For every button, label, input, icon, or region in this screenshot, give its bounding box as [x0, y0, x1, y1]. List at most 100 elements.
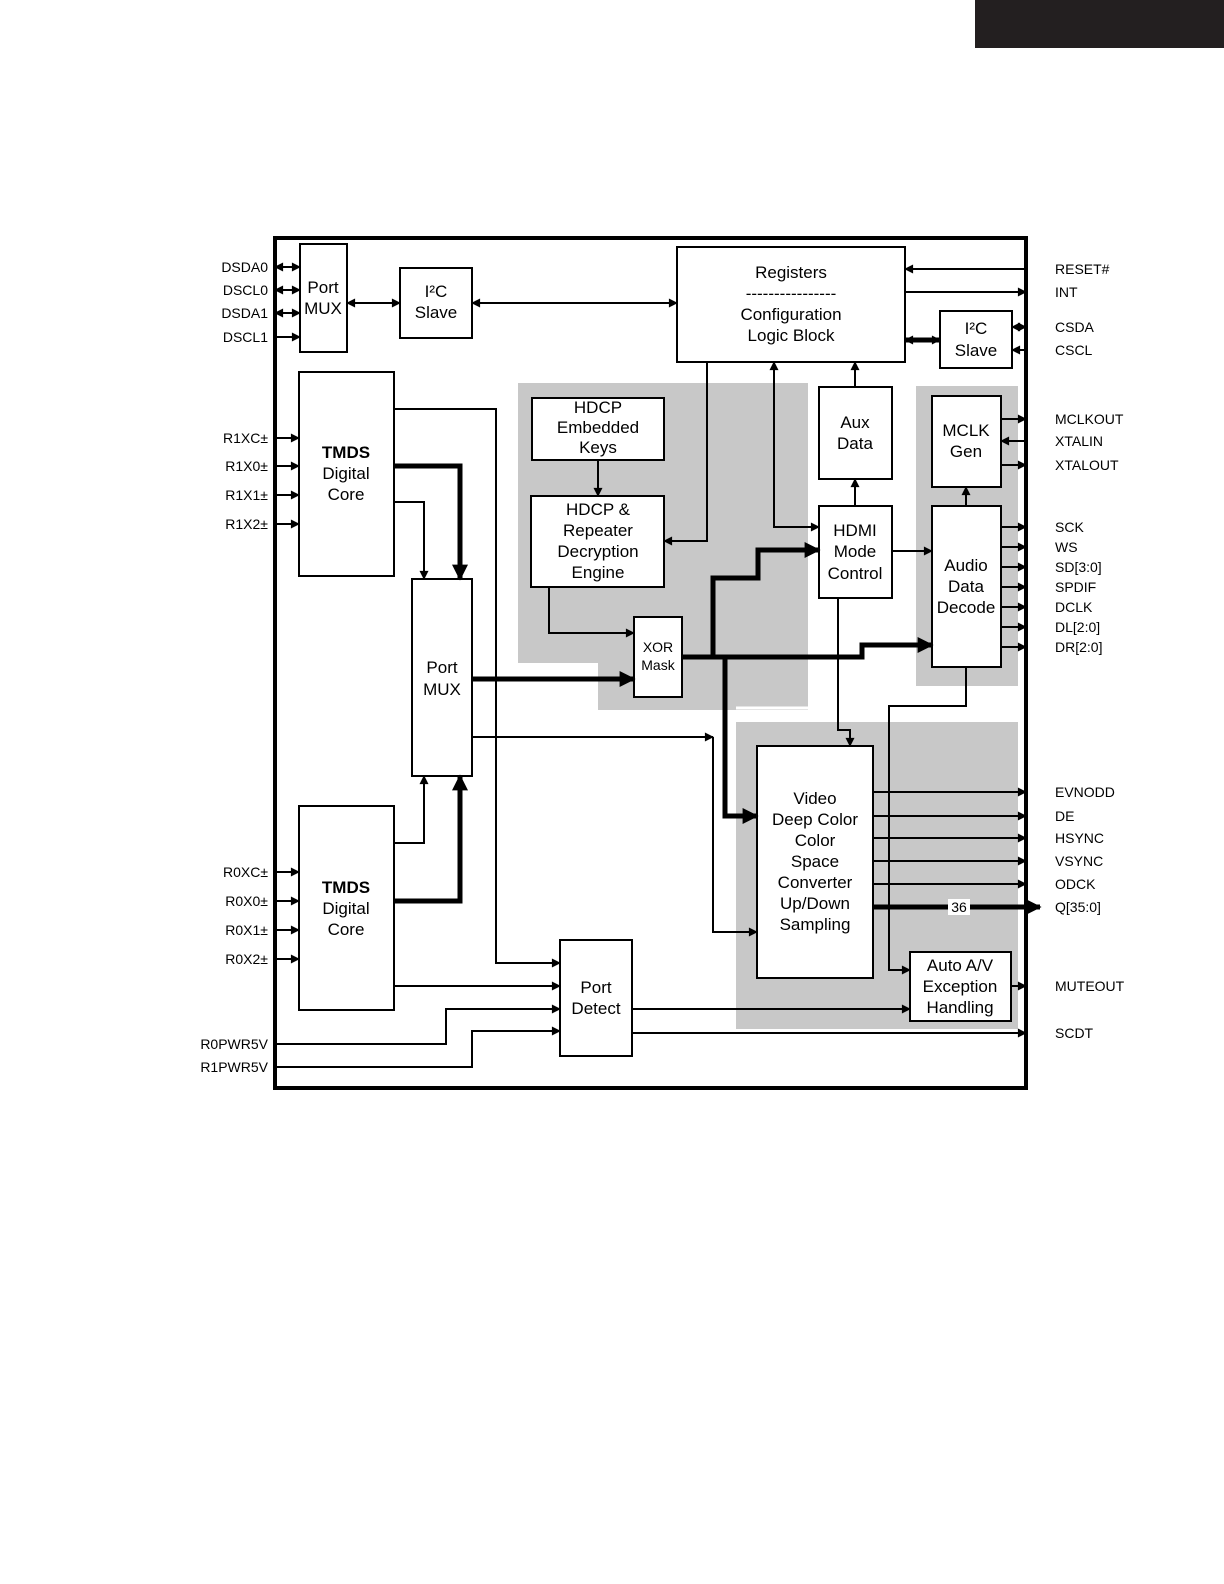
config-logic-line2: Logic Block — [748, 326, 835, 345]
port-mux-mid-line2: MUX — [423, 680, 461, 699]
video-line4: Space — [791, 852, 839, 871]
aux-data-line2: Data — [837, 434, 873, 453]
port-detect-block: Port Detect — [559, 939, 633, 1057]
hdcp-engine-line2: Repeater — [563, 521, 633, 540]
auto-av-line3: Handling — [926, 998, 993, 1017]
port-detect-line2: Detect — [571, 999, 620, 1018]
video-line7: Sampling — [780, 915, 851, 934]
video-line5: Converter — [778, 873, 853, 892]
hdcp-keys-line1: HDCP — [574, 398, 622, 417]
hdcp-keys-block: HDCP Embedded Keys — [531, 397, 665, 461]
pin-r0xc: R0XC± — [223, 864, 268, 880]
tmds-r1-block: TMDS Digital Core — [298, 371, 395, 577]
pin-odck: ODCK — [1055, 876, 1096, 892]
video-line6: Up/Down — [780, 894, 850, 913]
connections — [274, 262, 1027, 1068]
pin-r0x1: R0X1± — [225, 922, 268, 938]
pin-r1x1: R1X1± — [225, 487, 268, 503]
pin-r0x2: R0X2± — [225, 951, 268, 967]
mclk-gen-line2: Gen — [950, 442, 982, 461]
video-line2: Deep Color — [772, 810, 858, 829]
xor-mask-block: XOR Mask — [633, 616, 683, 698]
audio-decode-block: Audio Data Decode — [931, 505, 1002, 668]
hdcp-engine-line1: HDCP & — [566, 500, 631, 519]
tmds-r1-line1: TMDS — [322, 443, 370, 462]
xor-mask-line1: XOR — [643, 639, 673, 655]
hdcp-engine-line3: Decryption — [557, 542, 638, 561]
pin-muteout: MUTEOUT — [1055, 978, 1125, 994]
i2c-slave-left-line1: I²C — [425, 282, 448, 301]
aux-data-line1: Aux — [840, 413, 870, 432]
registers-divider: ---------------- — [746, 284, 837, 303]
hdmi-mode-line1: HDMI — [833, 521, 876, 540]
pin-dscl1: DSCL1 — [223, 329, 268, 345]
pin-dsda1: DSDA1 — [221, 305, 268, 321]
video-line3: Color — [795, 831, 836, 850]
hdmi-mode-control-block: HDMI Mode Control — [818, 505, 893, 599]
pin-de: DE — [1055, 808, 1074, 824]
pin-r1pwr5v: R1PWR5V — [200, 1059, 268, 1075]
header-bar — [975, 0, 1224, 48]
pin-spdif: SPDIF — [1055, 579, 1096, 595]
registers-block: Registers ---------------- Configuration… — [676, 246, 906, 363]
audio-decode-line1: Audio — [944, 556, 987, 575]
config-logic-line1: Configuration — [740, 305, 841, 324]
pin-ws: WS — [1055, 539, 1078, 555]
video-line1: Video — [793, 789, 836, 808]
mclk-gen-line1: MCLK — [942, 421, 990, 440]
hdcp-keys-line2: Embedded — [557, 418, 639, 437]
hdcp-keys-line3: Keys — [579, 438, 617, 457]
pin-r0pwr5v: R0PWR5V — [200, 1036, 268, 1052]
pin-evnodd: EVNODD — [1055, 784, 1115, 800]
pin-sck: SCK — [1055, 519, 1084, 535]
i2c-slave-right-line2: Slave — [955, 341, 998, 360]
port-detect-line1: Port — [580, 978, 611, 997]
data-buses: 36 — [394, 463, 1042, 915]
xor-mask-line2: Mask — [641, 657, 675, 673]
auto-av-line2: Exception — [923, 977, 998, 996]
pin-dscl0: DSCL0 — [223, 282, 268, 298]
video-block: Video Deep Color Color Space Converter U… — [756, 745, 874, 979]
right-pins: RESET# INT CSDA CSCL MCLKOUT XTALIN XTAL… — [1055, 261, 1125, 1041]
port-mux-top-line2: MUX — [304, 299, 342, 318]
tmds-r0-line3: Core — [328, 920, 365, 939]
pin-r0x0: R0X0± — [225, 893, 268, 909]
i2c-slave-right-line1: I²C — [965, 319, 988, 338]
pin-q: Q[35:0] — [1055, 899, 1101, 915]
pin-int: INT — [1055, 284, 1078, 300]
port-mux-mid-line1: Port — [426, 658, 457, 677]
hdcp-shade-region-lower — [598, 663, 808, 710]
pin-xtalin: XTALIN — [1055, 433, 1103, 449]
audio-decode-line2: Data — [948, 577, 984, 596]
aux-data-block: Aux Data — [818, 386, 893, 480]
mclk-gen-block: MCLK Gen — [931, 395, 1002, 488]
tmds-r0-block: TMDS Digital Core — [298, 805, 395, 1011]
tmds-r0-line1: TMDS — [322, 878, 370, 897]
hdmi-mode-line3: Control — [828, 564, 883, 583]
pin-mclkout: MCLKOUT — [1055, 411, 1124, 427]
left-pins: DSDA0 DSCL0 DSDA1 DSCL1 R1XC± R1X0± R1X1… — [200, 259, 268, 1075]
auto-av-line1: Auto A/V — [927, 956, 994, 975]
pin-r1x0: R1X0± — [225, 458, 268, 474]
auto-av-block: Auto A/V Exception Handling — [909, 951, 1012, 1022]
pin-xtalout: XTALOUT — [1055, 457, 1119, 473]
pin-r1xc: R1XC± — [223, 430, 268, 446]
i2c-slave-right-block: I²C Slave — [939, 310, 1013, 369]
port-mux-mid-block: Port MUX — [411, 578, 473, 777]
hdmi-mode-line2: Mode — [834, 542, 877, 561]
i2c-slave-left-block: I²C Slave — [399, 267, 473, 339]
pin-reset: RESET# — [1055, 261, 1110, 277]
pin-r1x2: R1X2± — [225, 516, 268, 532]
pin-dsda0: DSDA0 — [221, 259, 268, 275]
hdcp-engine-block: HDCP & Repeater Decryption Engine — [530, 495, 665, 588]
i2c-slave-left-line2: Slave — [415, 303, 458, 322]
pin-dclk: DCLK — [1055, 599, 1093, 615]
pin-scdt: SCDT — [1055, 1025, 1094, 1041]
pin-dl: DL[2:0] — [1055, 619, 1100, 635]
pin-cscl: CSCL — [1055, 342, 1093, 358]
pin-hsync: HSYNC — [1055, 830, 1104, 846]
bus-width-label: 36 — [951, 899, 967, 915]
pin-sd: SD[3:0] — [1055, 559, 1102, 575]
pin-vsync: VSYNC — [1055, 853, 1103, 869]
